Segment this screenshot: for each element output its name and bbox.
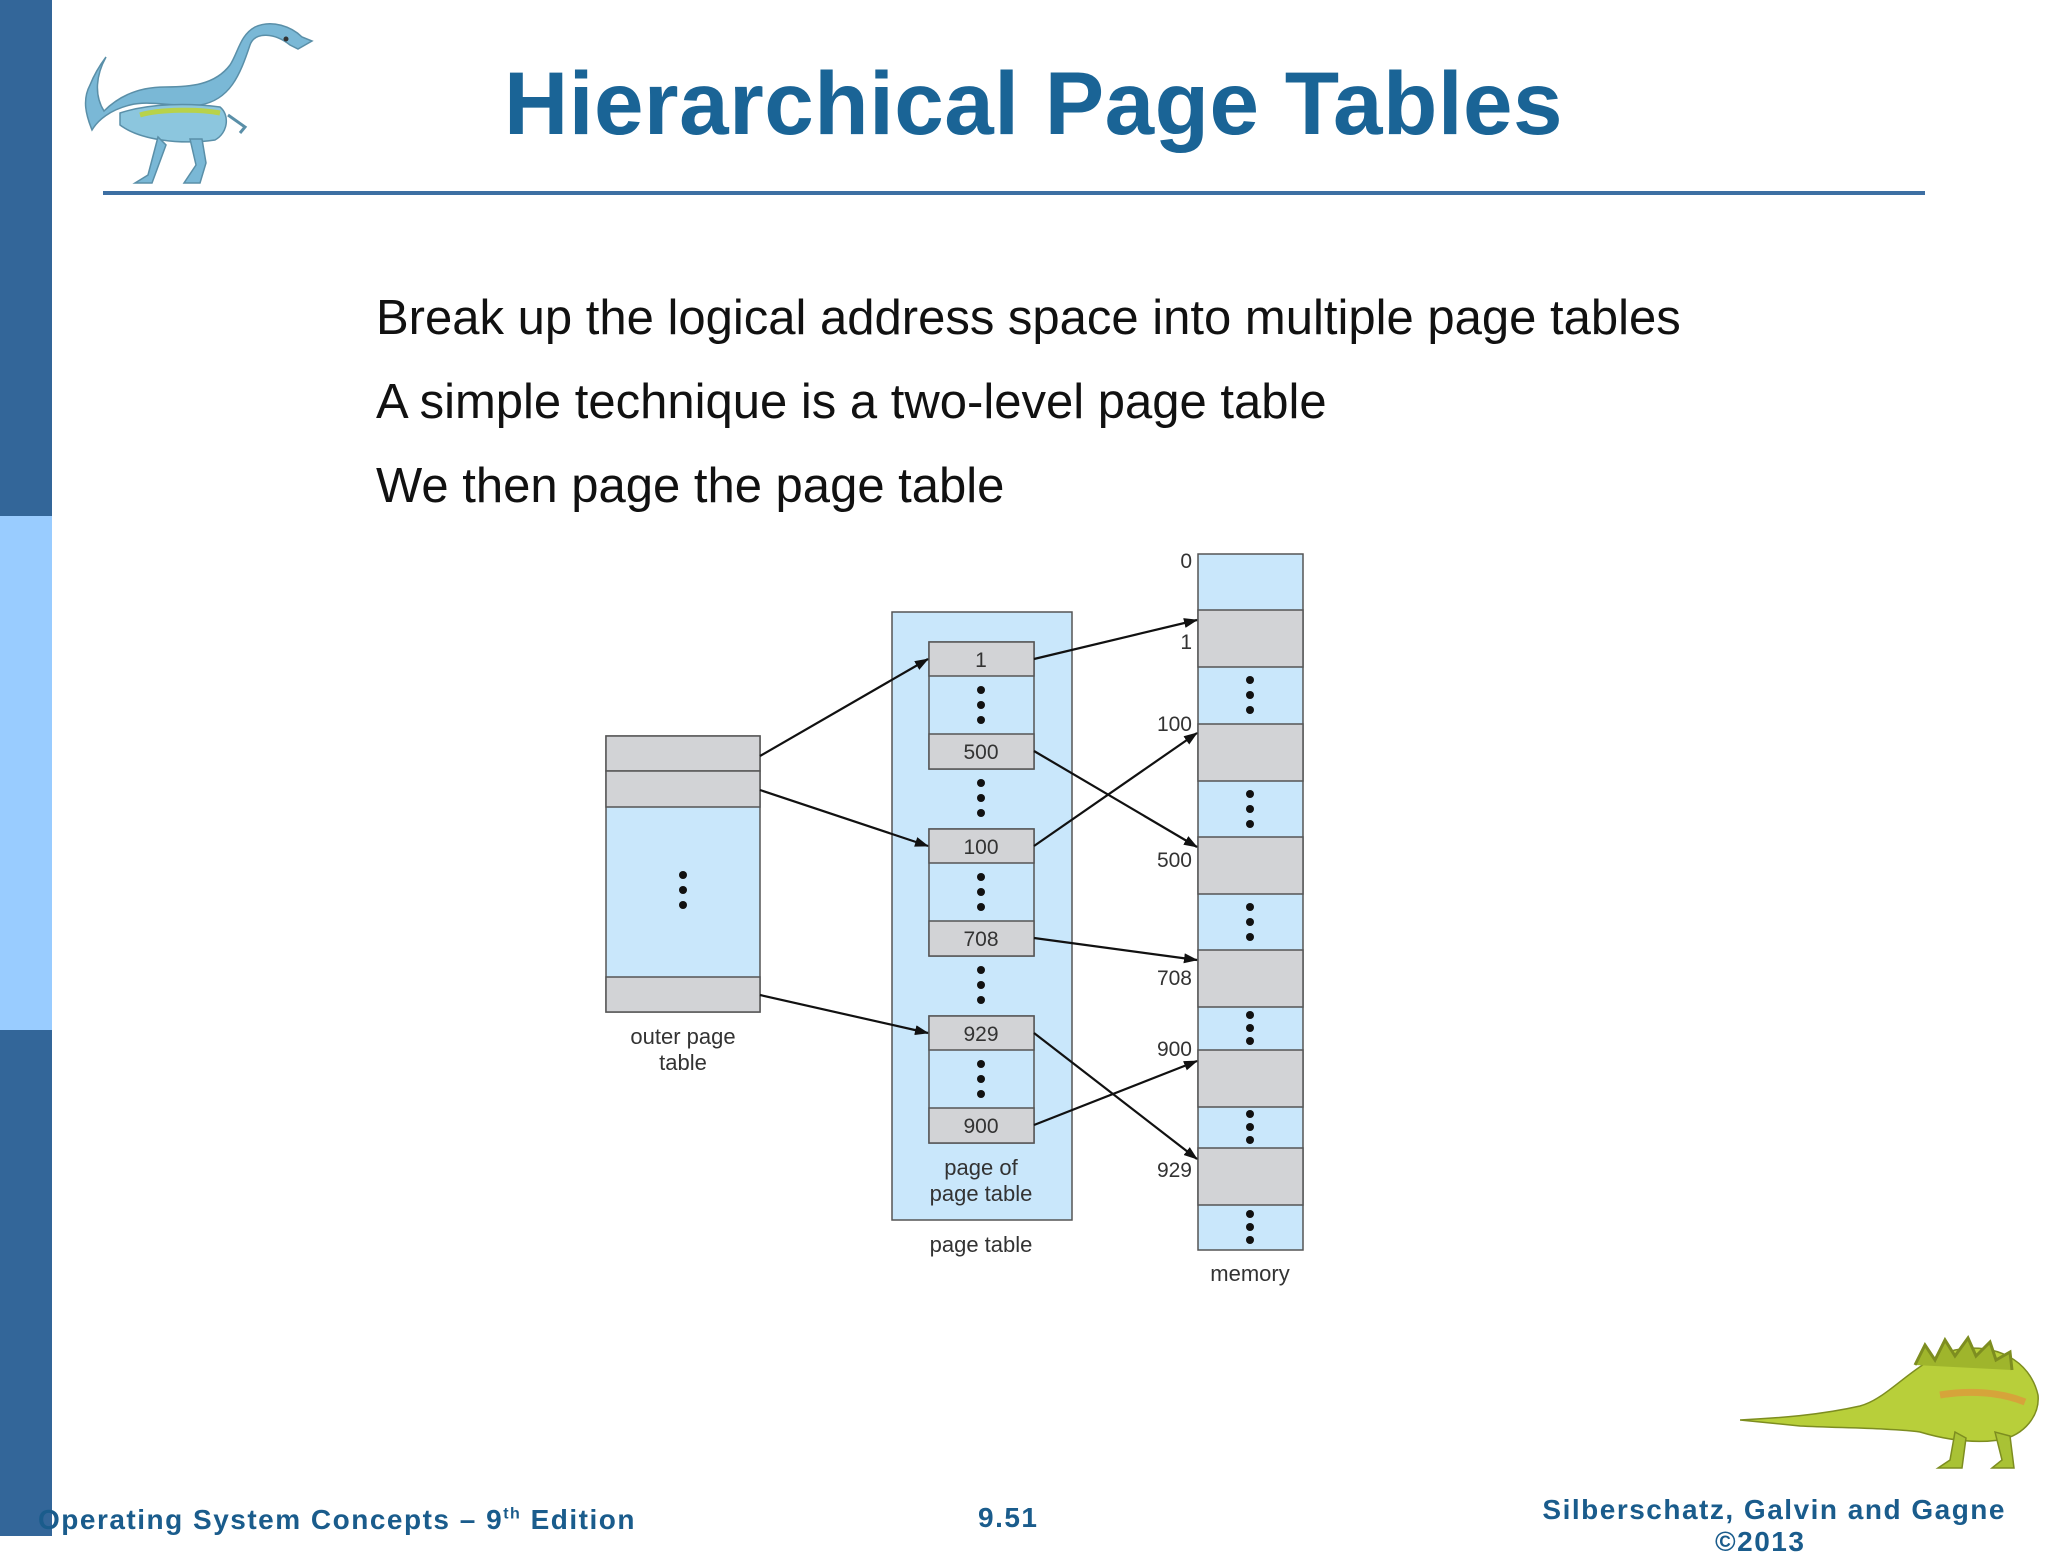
footer-edition-sup: th — [503, 1505, 522, 1523]
bullet-item: Break up the logical address space into … — [376, 291, 1681, 345]
page-of-page-table-3 — [928, 1015, 1035, 1144]
memory-address-label: 0 — [1180, 550, 1192, 573]
memory-column — [1197, 553, 1304, 1251]
dinosaur-logo-icon — [84, 23, 314, 184]
footer-authors: Silberschatz, Galvin and Gagne — [1542, 1494, 2006, 1525]
entry-label: 500 — [963, 741, 998, 764]
memory-address-label: 1 — [1180, 631, 1192, 654]
bullet-item: A simple technique is a two-level page t… — [376, 375, 1327, 429]
outer-label-line2: table — [659, 1050, 707, 1075]
sidebar-top — [0, 0, 52, 516]
footer-book-title: Operating System Concepts – 9th Edition — [38, 1504, 636, 1536]
memory-label: memory — [1210, 1261, 1289, 1286]
page-of-page-table-2 — [928, 828, 1035, 957]
footer-book-title-suffix: Edition — [521, 1504, 636, 1535]
page-table-gap-dots — [977, 779, 985, 1004]
footer-book-title-text: Operating System Concepts – 9 — [38, 1504, 504, 1535]
slide-title: Hierarchical Page Tables — [503, 53, 1564, 153]
entry-label: 1 — [975, 649, 987, 672]
memory-address-label: 708 — [1157, 967, 1192, 990]
footer-copyright: ©2013 — [1715, 1526, 1806, 1557]
outer-label-line1: outer page — [630, 1024, 735, 1049]
memory-address-label: 900 — [1157, 1038, 1192, 1061]
page-table-label: page table — [930, 1232, 1033, 1257]
memory-address-label: 929 — [1157, 1159, 1192, 1182]
sidebar-middle — [0, 516, 52, 1030]
footer-page-number: 9.51 — [978, 1502, 1039, 1533]
memory-address-label: 500 — [1157, 849, 1192, 872]
entry-label: 929 — [963, 1023, 998, 1046]
page-of-page-table-1 — [928, 641, 1035, 770]
sidebar-bottom — [0, 1030, 52, 1536]
memory-address-label: 100 — [1157, 713, 1192, 736]
bullet-list: Break up the logical address space into … — [376, 276, 1681, 528]
entry-label: 100 — [963, 836, 998, 859]
dinosaur-footer-icon — [1740, 1335, 2039, 1469]
bullet-item: We then page the page table — [376, 459, 1005, 513]
outer-page-table — [605, 735, 761, 1013]
page-of-label-line1: page of — [944, 1155, 1018, 1180]
arrows — [759, 618, 1198, 1160]
entry-label: 708 — [963, 928, 998, 951]
page-of-label-line2: page table — [930, 1181, 1033, 1206]
title-rule — [103, 191, 1925, 195]
entry-label: 900 — [963, 1115, 998, 1138]
